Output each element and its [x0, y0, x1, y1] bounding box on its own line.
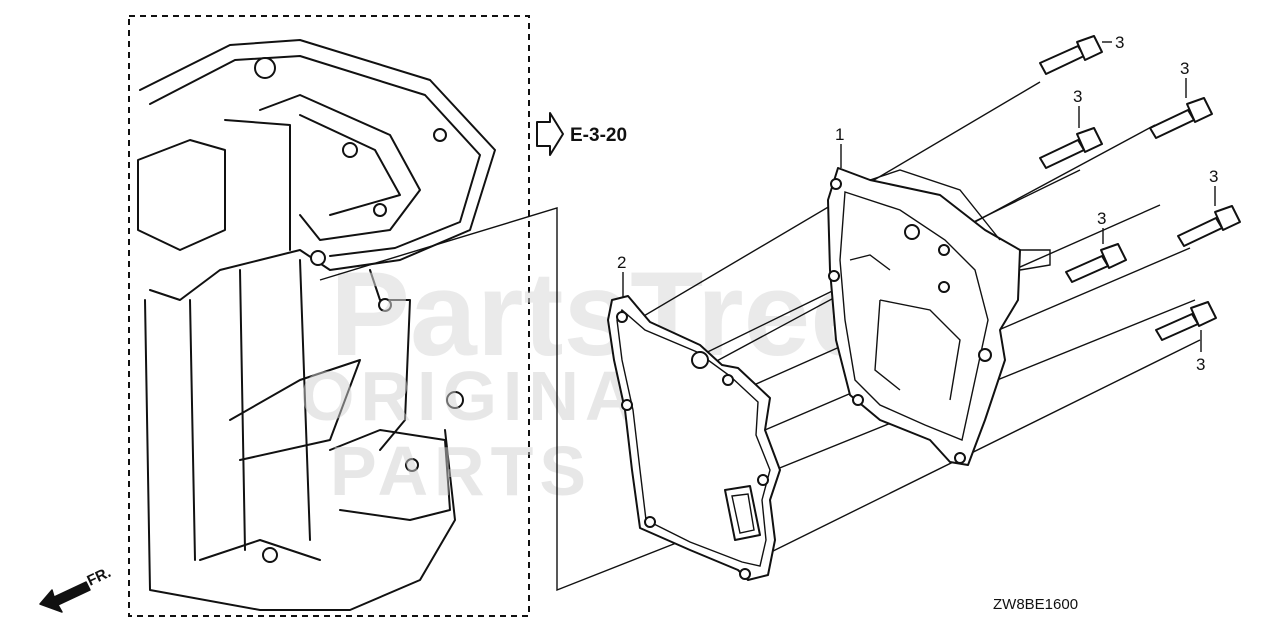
bolt-3-a[interactable]	[1039, 35, 1103, 75]
reference-frame	[128, 15, 530, 617]
bolt-3-e[interactable]	[1177, 205, 1241, 247]
callout-cover: 1	[835, 125, 844, 144]
engine-casing-illustration	[128, 15, 530, 617]
front-indicator: FR.	[39, 564, 114, 613]
bolt-3-d[interactable]	[1065, 243, 1127, 283]
callout-gasket: 2	[617, 253, 626, 272]
front-label: FR.	[85, 564, 114, 590]
reference-code: E-3-20	[570, 125, 627, 146]
callout-bolt-1: 3	[1115, 33, 1124, 52]
diagram-code: ZW8BE1600	[993, 596, 1078, 613]
exhaust-cover-part[interactable]	[827, 167, 1051, 466]
callout-bolt-3: 3	[1073, 87, 1082, 106]
front-direction-arrow-icon	[39, 581, 91, 613]
outline-right-arrow-icon	[536, 112, 564, 156]
callout-bolt-6: 3	[1196, 355, 1205, 374]
callouts: 2 1 3 3 3 3 3 3	[617, 33, 1218, 374]
bolt-3-b[interactable]	[1039, 127, 1103, 169]
callout-bolt-4: 3	[1209, 167, 1218, 186]
gasket-part[interactable]	[607, 295, 781, 581]
watermark-line-2: PARTS	[330, 432, 592, 510]
callout-bolt-2: 3	[1180, 59, 1189, 78]
bolt-3-c[interactable]	[1149, 97, 1213, 139]
reference-link[interactable]: E-3-20	[536, 112, 627, 156]
bolt-3-f[interactable]	[1155, 301, 1217, 341]
callout-bolt-5: 3	[1097, 209, 1106, 228]
